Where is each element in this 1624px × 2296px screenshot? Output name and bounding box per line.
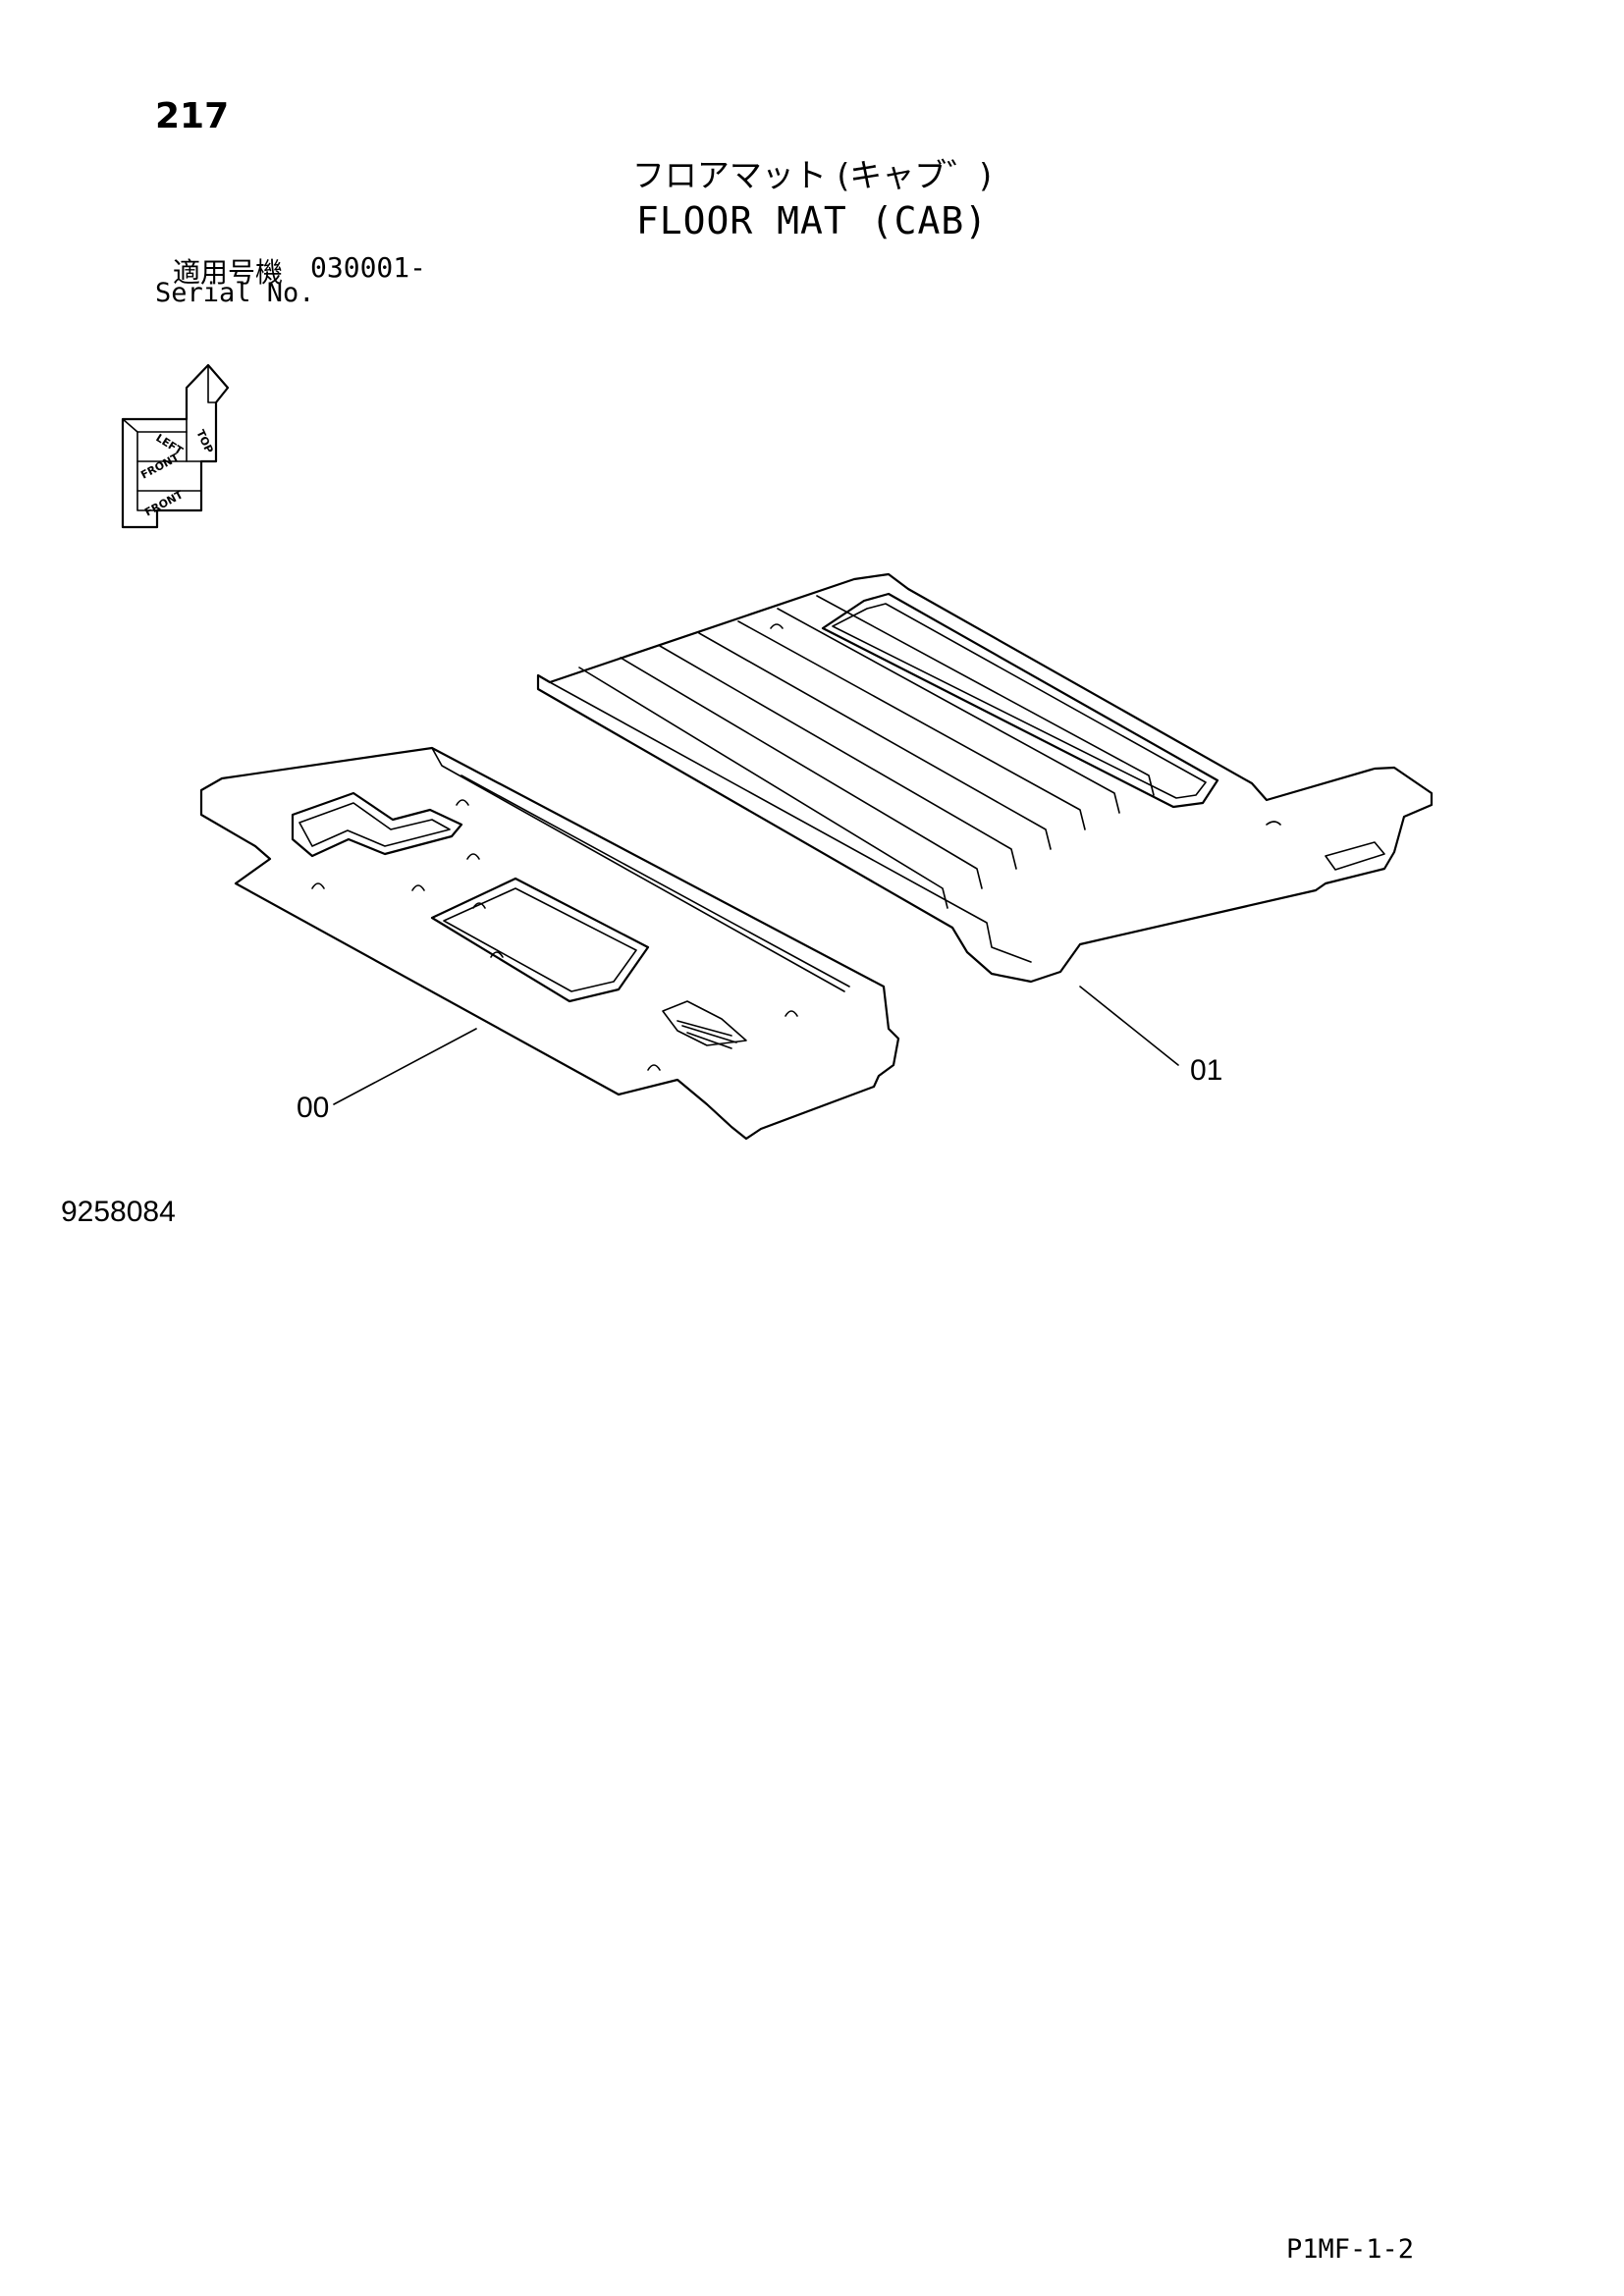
title-japanese: フロアマット (キャブ゛) [631,156,993,194]
title-english: FLOOR MAT (CAB) [635,199,989,242]
page-number: 217 [155,96,230,136]
orientation-front-label-2: FRONT [142,488,186,518]
part-00-front-mat [199,746,900,1141]
drawing-number: 9258084 [61,1196,176,1228]
part-01-rear-mat [536,572,1434,984]
leader-line-00 [333,1028,477,1105]
callout-00: 00 [297,1092,330,1124]
serial-label-english: Serial No. [155,278,315,308]
serial-value: 030001- [310,251,427,284]
page-reference: P1MF-1-2 [1286,2234,1415,2265]
serial-label-japanese: 適用号機 [173,256,284,289]
callout-01: 01 [1190,1054,1223,1087]
orientation-icon: TOP LEFT FRONT FRONT [121,363,230,529]
leader-line-01 [1079,986,1179,1066]
orientation-top-label: TOP [193,428,215,455]
orientation-front-label: FRONT [138,451,182,481]
